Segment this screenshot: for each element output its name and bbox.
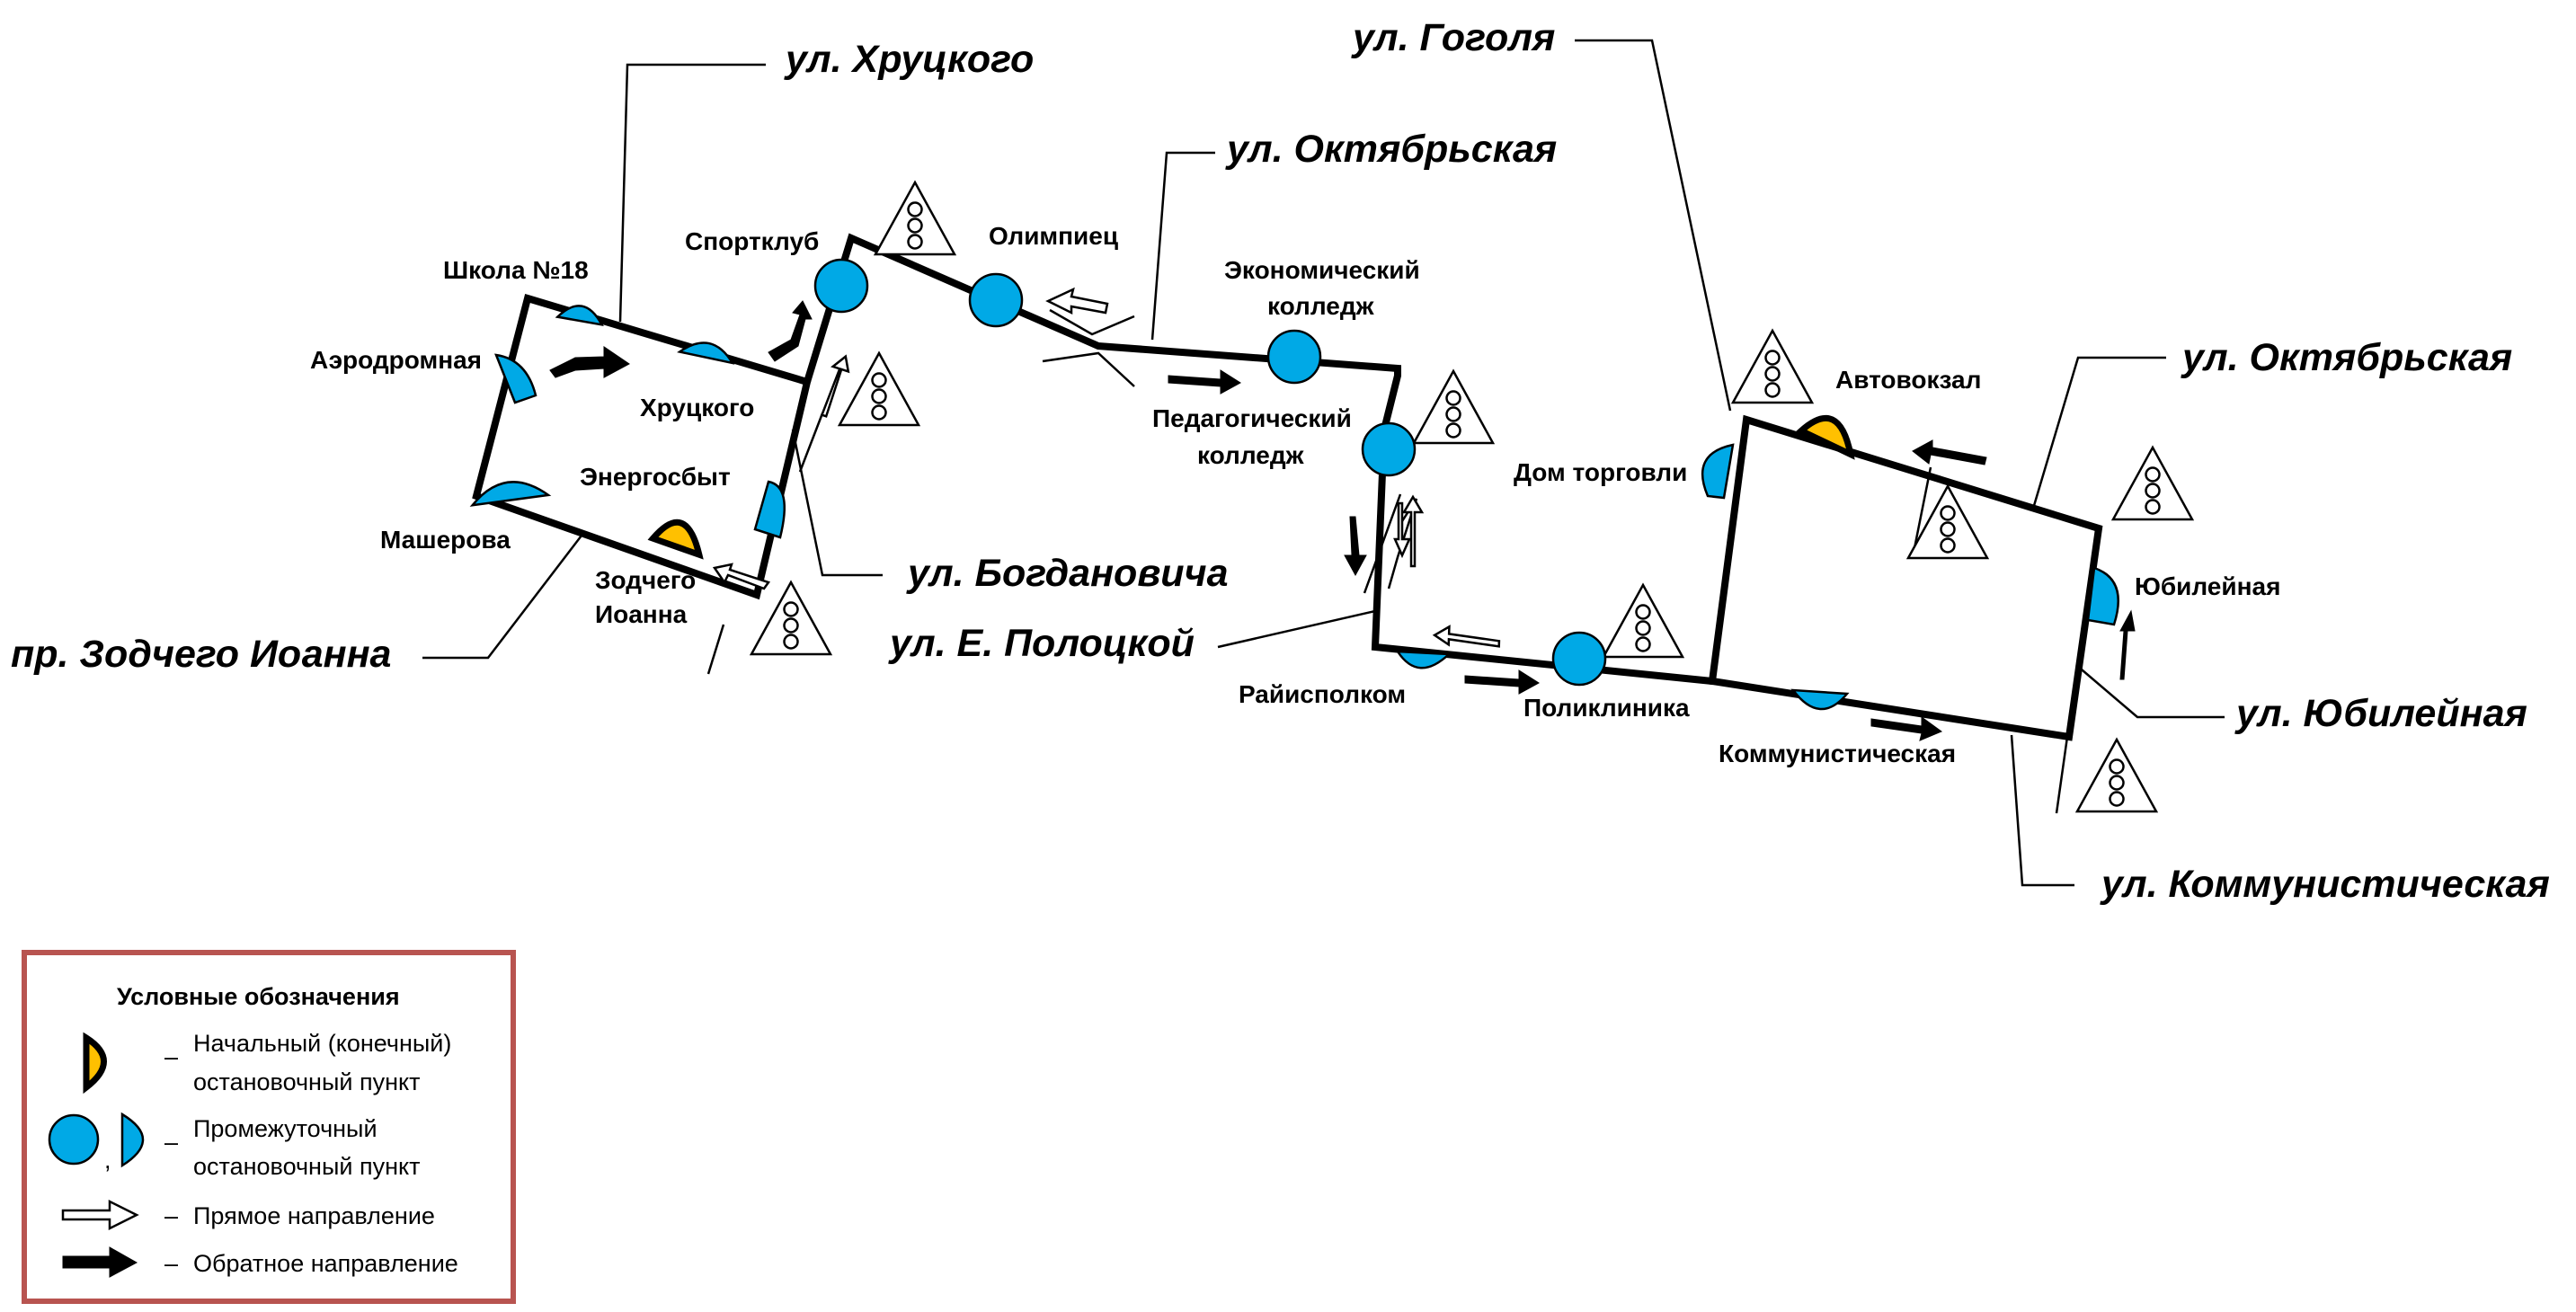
traffic-light-icons xyxy=(750,181,2194,813)
stop-label-aerodromnaya: Аэродромная xyxy=(310,346,482,374)
legend-frame xyxy=(22,950,516,1304)
intermediate-halfdisc-icon xyxy=(120,1112,145,1168)
stop-label-ekonom-line2: колледж xyxy=(1267,292,1375,320)
stop-label-yubileynaya: Юбилейная xyxy=(2135,572,2280,600)
street-label-khrutskogo: ул. Хруцкого xyxy=(784,38,1034,81)
route-loop-east xyxy=(1708,414,2103,741)
stop-label-shkola18: Школа №18 xyxy=(443,256,589,284)
stop-label-ekonom-line1: Экономический xyxy=(1224,256,1420,284)
stop-label-pedagog-line1: Педагогический xyxy=(1152,404,1352,432)
legend-terminal-line2: остановочный пункт xyxy=(193,1068,420,1095)
stop-label-sportklub: Спортклуб xyxy=(685,227,819,255)
street-label-oktyabrskaya-west: ул. Октябрьская xyxy=(1225,128,1557,171)
stop-label-olimpiets: Олимпиец xyxy=(989,222,1118,250)
stop-label-poliklinika: Поликлиника xyxy=(1523,694,1690,722)
stop-label-rayispolkom: Райисполком xyxy=(1239,680,1406,708)
street-label-zodchego-ioanna: пр. Зодчего Иоанна xyxy=(11,633,391,676)
stop-markers xyxy=(469,305,2119,711)
legend-intermediate-line2: остановочный пункт xyxy=(193,1153,420,1180)
stop-label-energosbyt: Энергосбыт xyxy=(580,463,731,491)
route-main-line xyxy=(804,233,1713,685)
legend-dash-intermediate: – xyxy=(164,1129,178,1156)
stop-label-khrutskogo: Хруцкого xyxy=(640,394,754,421)
street-label-bogdanovicha: ул. Богдановича xyxy=(906,552,1229,595)
stop-label-avtovokzal: Автовокзал xyxy=(1835,366,1981,394)
stop-label-pedagog-line2: колледж xyxy=(1197,441,1305,469)
stop-label-masherova: Машерова xyxy=(380,526,511,554)
terminal-stop-icon xyxy=(83,1032,107,1095)
stop-label-dom-torgovli: Дом торговли xyxy=(1514,458,1687,486)
circle-stop-markers xyxy=(813,258,1607,687)
stop-label-zodchego-line1: Зодчего xyxy=(595,566,696,594)
filled-arrow-icon xyxy=(62,1246,138,1278)
street-label-kommunisticheskaya: ул. Коммунистическая xyxy=(2100,863,2550,906)
legend-backward-label: Обратное направление xyxy=(193,1250,458,1277)
hollow-arrow-icon xyxy=(61,1199,139,1231)
legend-title: Условные обозначения xyxy=(117,983,400,1010)
legend-dash-forward: – xyxy=(164,1202,178,1229)
legend-comma: , xyxy=(104,1147,111,1174)
legend-terminal-line1: Начальный (конечный) xyxy=(193,1030,451,1057)
legend-intermediate-line1: Промежуточный xyxy=(193,1115,378,1142)
stop-label-kommunisticheskaya: Коммунистическая xyxy=(1719,740,1956,767)
route-loop-west xyxy=(472,293,812,600)
legend-forward-label: Прямое направление xyxy=(193,1202,435,1229)
stop-label-zodchego-line2: Иоанна xyxy=(595,600,688,628)
legend-dash-backward: – xyxy=(164,1250,178,1277)
street-label-yubileynaya: ул. Юбилейная xyxy=(2234,692,2527,735)
leader-lines xyxy=(422,39,2225,887)
legend-dash-terminal: – xyxy=(164,1043,178,1070)
direction-arrows xyxy=(549,287,2136,741)
street-label-e-polotskoy: ул. Е. Полоцкой xyxy=(888,622,1195,665)
street-label-oktyabrskaya-east: ул. Октябрьская xyxy=(2181,336,2512,379)
intermediate-circle-icon xyxy=(48,1113,100,1166)
legend: Условные обозначения – Начальный (конечн… xyxy=(22,950,516,1304)
street-label-gogolya: ул. Гоголя xyxy=(1351,16,1555,59)
